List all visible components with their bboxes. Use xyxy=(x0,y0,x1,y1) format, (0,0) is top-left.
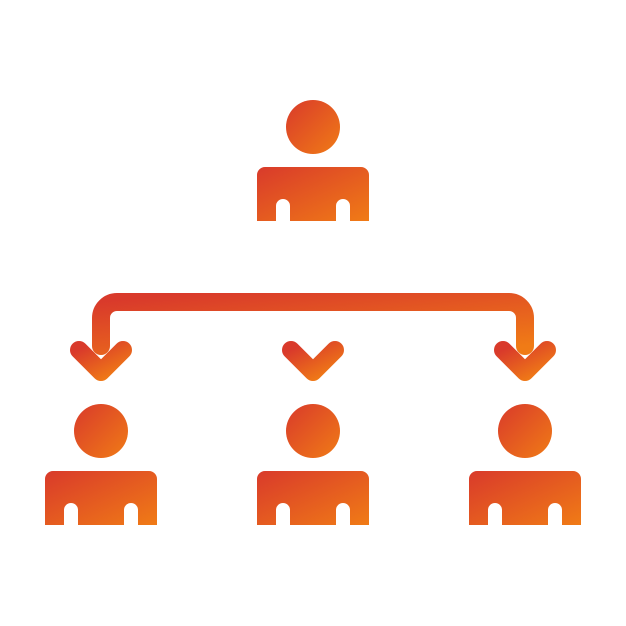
right-arrow-icon xyxy=(494,341,556,381)
left-person-body xyxy=(45,471,157,525)
connector-lines xyxy=(92,247,534,369)
right-person-head xyxy=(498,404,552,458)
center-person-body xyxy=(257,471,369,525)
left-arrow-icon xyxy=(70,341,132,381)
right-person-body xyxy=(469,471,581,525)
center-person-head xyxy=(286,404,340,458)
left-person-head xyxy=(74,404,128,458)
top-person-icon xyxy=(257,100,369,221)
left-person-icon xyxy=(45,404,157,525)
top-person-body xyxy=(257,167,369,221)
right-person-icon xyxy=(469,404,581,525)
top-person-head xyxy=(286,100,340,154)
center-person-icon xyxy=(257,404,369,525)
center-arrow-icon xyxy=(282,341,344,381)
